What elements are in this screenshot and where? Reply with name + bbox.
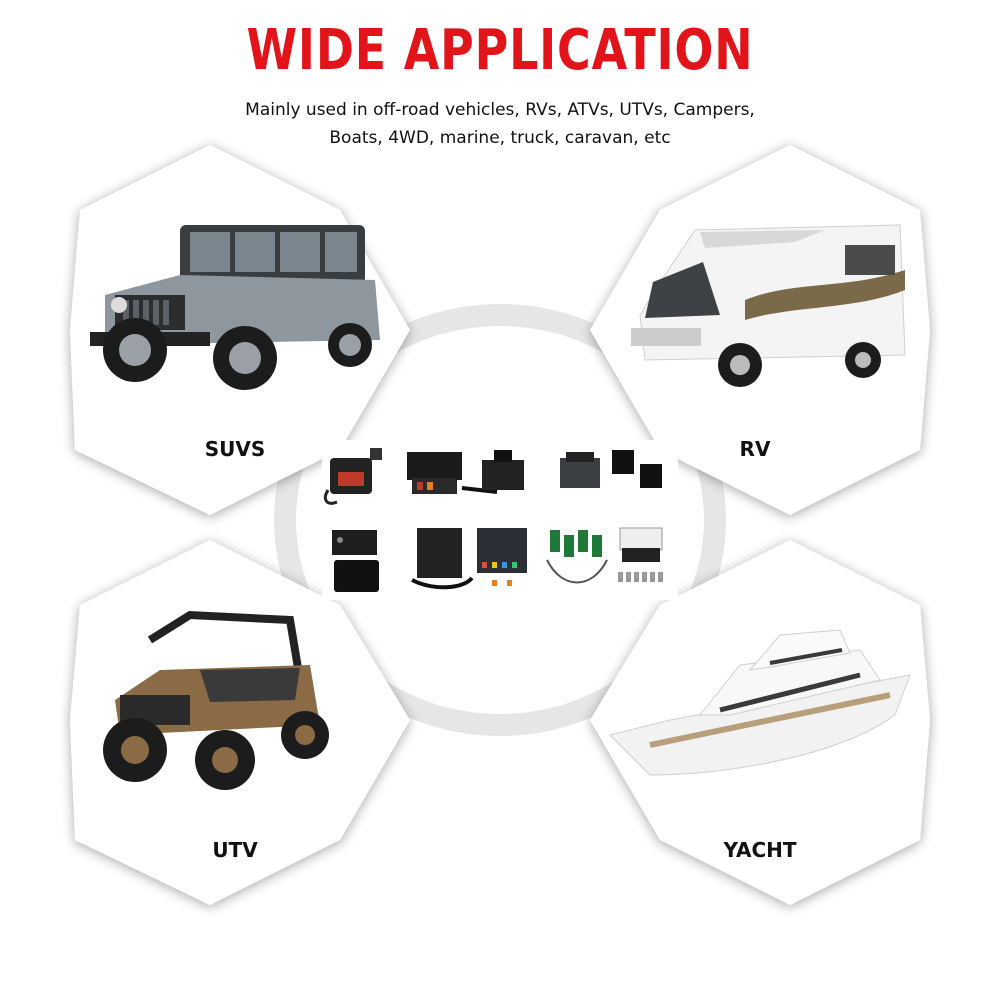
fuse-box-products-image — [323, 448, 663, 592]
suv-image — [90, 225, 380, 390]
fuse-box-products-panel — [322, 440, 678, 600]
label-suvs: SUVS — [204, 437, 266, 461]
product-1 — [323, 448, 382, 505]
product-9 — [546, 530, 608, 584]
label-yacht: YACHT — [723, 838, 797, 862]
product-10 — [618, 527, 663, 582]
subtitle-line-2: Boats, 4WD, marine, truck, caravan, etc — [329, 128, 671, 148]
product-4 — [560, 452, 600, 488]
page-title: WIDE APPLICATION — [246, 18, 754, 83]
label-utv: UTV — [212, 838, 258, 862]
product-3 — [482, 450, 524, 490]
product-7 — [411, 528, 474, 590]
page-subtitle: Mainly used in off-road vehicles, RVs, A… — [150, 96, 850, 152]
label-rv: RV — [739, 437, 771, 461]
product-5 — [612, 450, 662, 488]
subtitle-line-1: Mainly used in off-road vehicles, RVs, A… — [245, 100, 755, 120]
yacht-image — [610, 629, 910, 776]
utv-image — [103, 610, 329, 790]
product-6 — [332, 530, 379, 592]
center-ring — [274, 304, 726, 736]
rv-image — [631, 224, 906, 387]
product-8 — [477, 528, 527, 586]
product-2 — [407, 452, 498, 494]
